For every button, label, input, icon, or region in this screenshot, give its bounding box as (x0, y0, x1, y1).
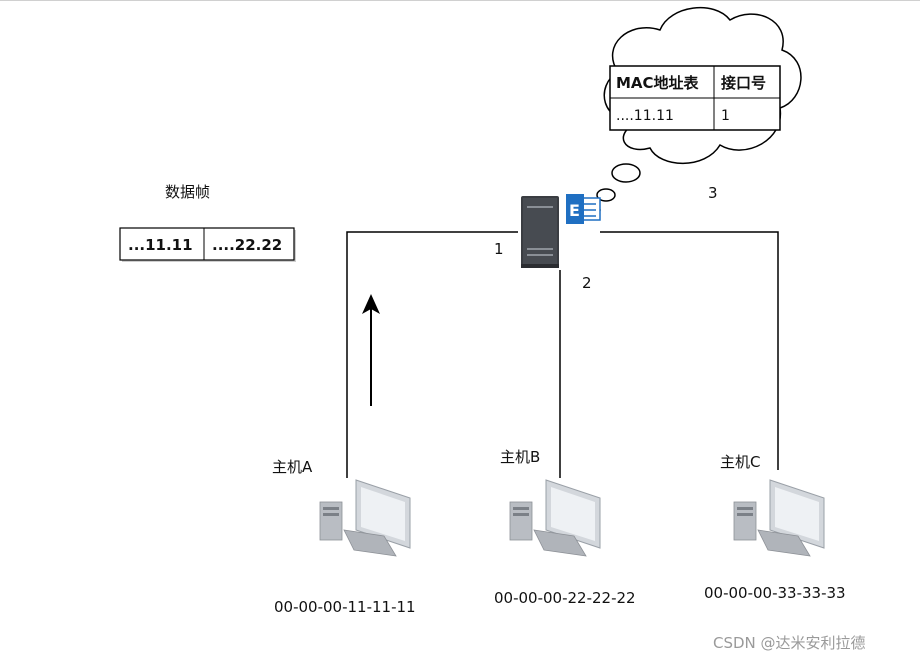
desktop-computer-icon (319, 479, 411, 557)
data-frame-box (119, 227, 295, 261)
host-c-name: 主机C (720, 453, 760, 471)
mac-table-cell-port: 1 (721, 108, 730, 124)
host-a-name: 主机A (272, 458, 313, 476)
mac-table-cell-mac: ....11.11 (616, 108, 674, 124)
mac-table-header-mac: MAC地址表 (616, 74, 700, 92)
up-arrow-icon (362, 294, 380, 406)
frame-field-src: ...11.11 (128, 236, 193, 254)
exchange-badge-icon: E (566, 194, 601, 224)
link-port1-hostA (346, 231, 518, 478)
svg-text:E: E (569, 201, 580, 220)
port-label-3: 3 (708, 184, 718, 202)
server-switch-icon (521, 196, 559, 268)
desktop-computer-icon (733, 479, 825, 557)
links (346, 231, 779, 478)
port-label-2: 2 (582, 274, 592, 292)
host-a-mac: 00-00-00-11-11-11 (274, 598, 416, 616)
mac-table-header-port: 接口号 (721, 74, 766, 92)
host-c-mac: 00-00-00-33-33-33 (704, 584, 846, 602)
desktop-computer-icon (509, 479, 601, 557)
mac-table: MAC地址表 接口号 ....11.11 1 (609, 65, 781, 131)
link-port3-hostC (600, 231, 779, 470)
frame-field-dst: ....22.22 (212, 236, 282, 254)
watermark: CSDN @达米安利拉德 (713, 634, 866, 652)
data-frame: ...11.11 ....22.22 (119, 227, 296, 262)
frame-title: 数据帧 (165, 183, 210, 201)
host-b-mac: 00-00-00-22-22-22 (494, 589, 636, 607)
host-b-name: 主机B (500, 448, 540, 466)
port-label-1: 1 (494, 240, 504, 258)
